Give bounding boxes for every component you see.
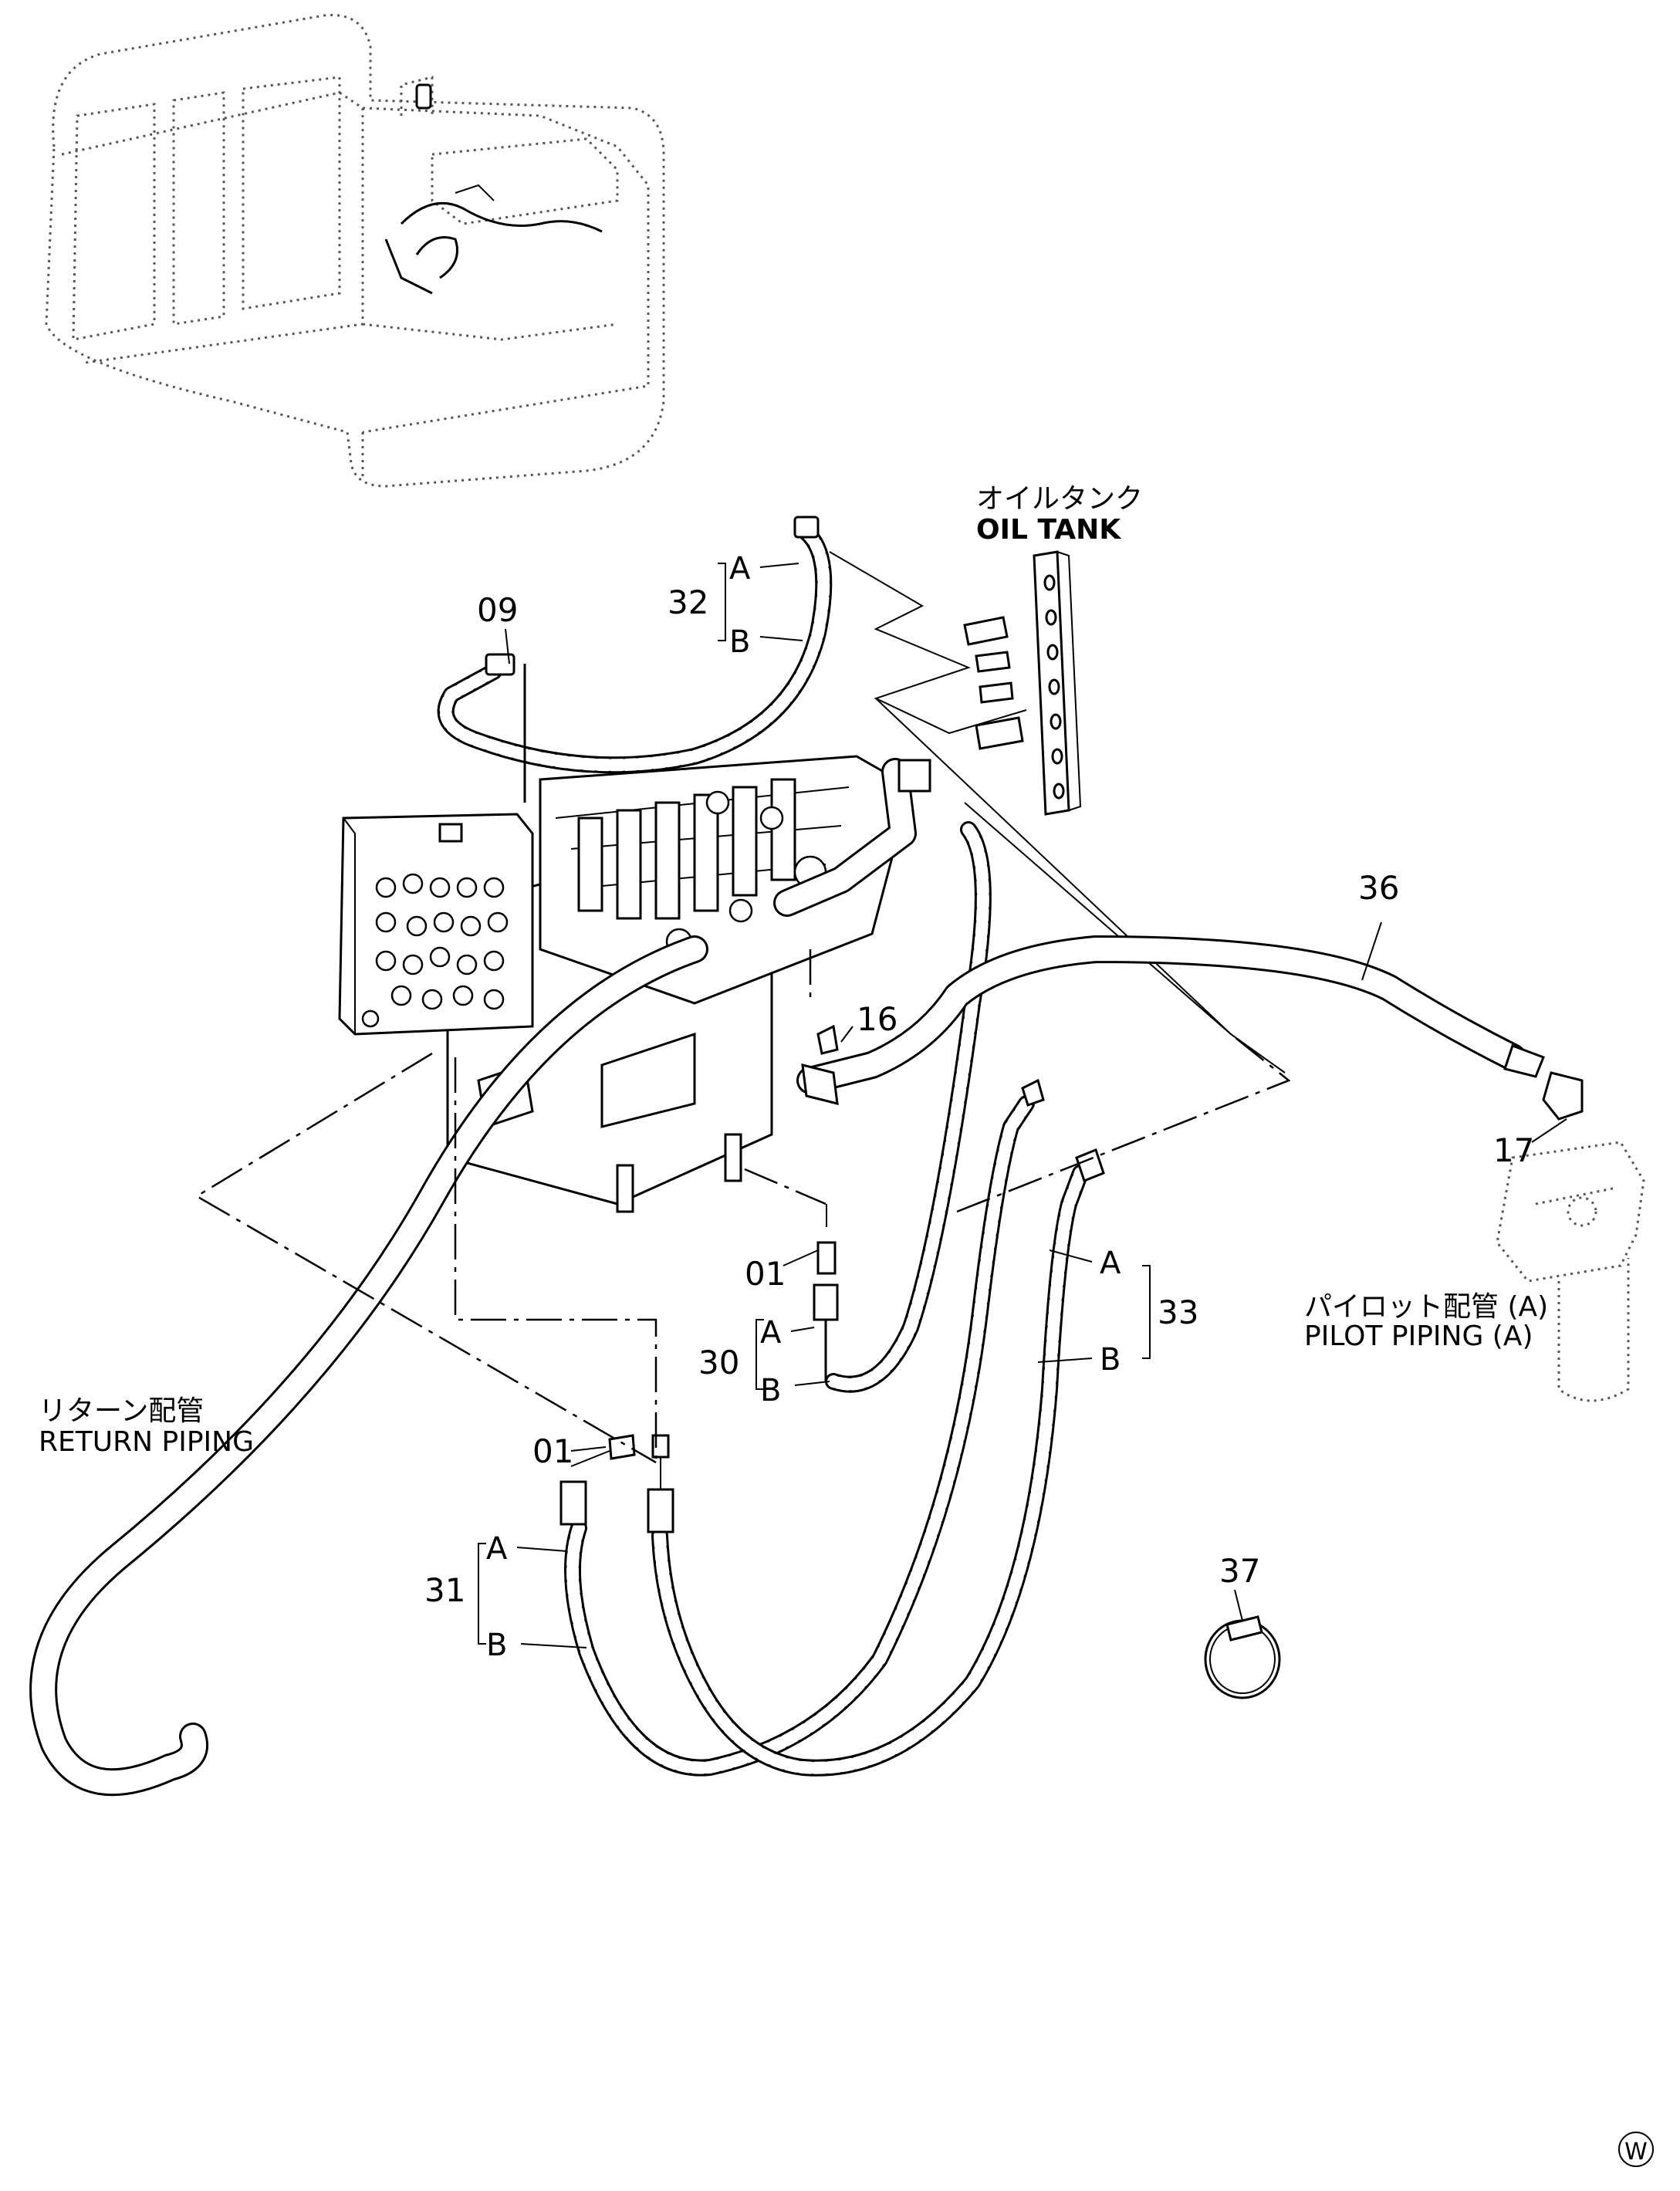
callout-30-b: B [760, 1373, 781, 1408]
callout-01-lower: 01 [532, 1432, 573, 1470]
callout-33-a: A [1100, 1246, 1121, 1281]
excavator-overview [45, 14, 665, 488]
hose-32 [437, 516, 833, 803]
pilot-valve-ports [361, 873, 509, 1028]
callout-01-upper: 01 [745, 1255, 786, 1293]
callout-36: 36 [1358, 869, 1399, 907]
callout-33-b: B [1100, 1342, 1121, 1378]
hose-30 [813, 821, 992, 1393]
text-labels: オイルタンク OIL TANK リターン配管 RETURN PIPING パイロ… [39, 483, 1654, 2167]
callout-17: 17 [1493, 1131, 1534, 1169]
callout-brackets [478, 563, 1567, 1648]
pilot-filter [1496, 1141, 1645, 1402]
clamp-37 [1204, 1615, 1281, 1699]
callout-32: 32 [668, 583, 708, 621]
callout-31-b: B [486, 1628, 507, 1663]
callout-32-b: B [729, 624, 750, 660]
hose-36 [796, 935, 1584, 1121]
callout-37: 37 [1219, 1552, 1260, 1590]
pilot-piping-label-jp: パイロット配管 (A) [1304, 1291, 1548, 1323]
oil-tank-label-en: OIL TANK [976, 514, 1121, 546]
oil-tank-manifold [829, 550, 1286, 1074]
corner-mark: W [1624, 2139, 1648, 2166]
corner-mark-circle [1618, 2132, 1654, 2167]
return-piping-label-jp: リターン配管 [39, 1395, 204, 1427]
callout-30-a: A [760, 1315, 782, 1351]
return-pipe [29, 935, 708, 1797]
callout-30: 30 [698, 1344, 739, 1381]
callout-09: 09 [477, 591, 518, 629]
pilot-piping-label-en: PILOT PIPING (A) [1304, 1320, 1533, 1352]
callout-31-a: A [486, 1531, 508, 1567]
callout-33: 33 [1158, 1293, 1198, 1331]
hose-31 [559, 1078, 1105, 1777]
callout-16: 16 [857, 1000, 897, 1038]
callout-32-a: A [729, 551, 751, 587]
return-piping-label-en: RETURN PIPING [39, 1426, 254, 1458]
oil-tank-label-jp: オイルタンク [976, 483, 1143, 515]
leader-lines [194, 949, 1291, 1464]
callout-31: 31 [424, 1571, 465, 1609]
